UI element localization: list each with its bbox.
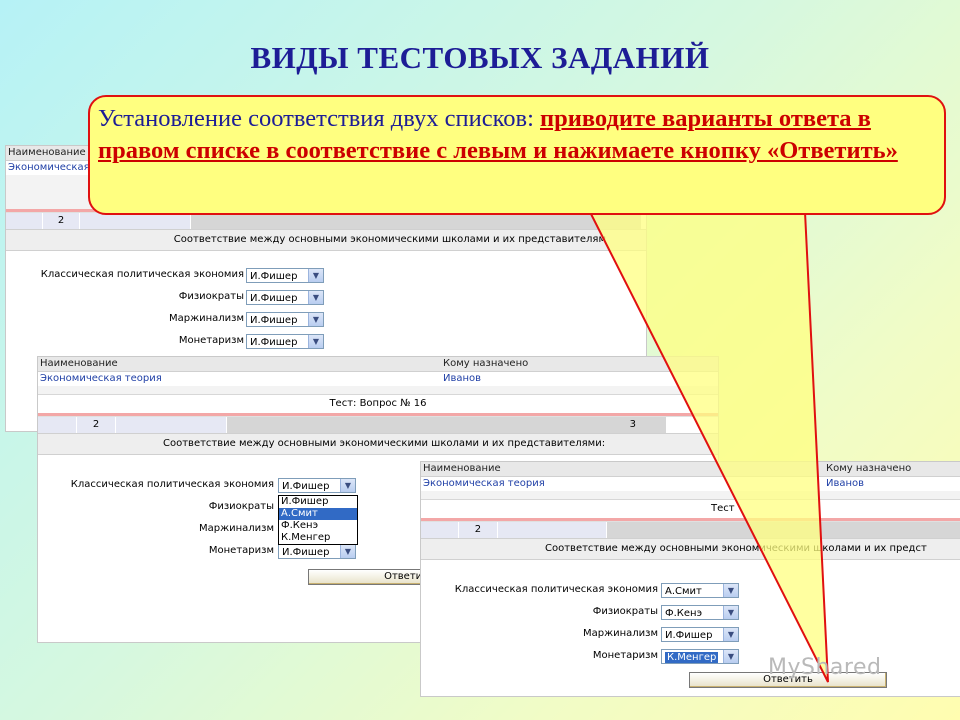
callout-emphasis: приводите варианты ответа в правом списк…: [98, 105, 898, 164]
col-name-header: Наименование: [40, 358, 118, 369]
answer-select[interactable]: И.Фишер▼: [661, 627, 739, 642]
panel-name-row: Экономическая: [6, 161, 646, 175]
left-item-label: Маржинализм: [168, 313, 244, 324]
question-number-row: 2 3: [38, 416, 718, 433]
answer-select[interactable]: А.Смит▼: [661, 583, 739, 598]
chevron-down-icon[interactable]: ▼: [308, 313, 323, 326]
col-assigned-header: Кому назначено: [826, 463, 912, 474]
answer-select[interactable]: И.Фишер▼: [278, 544, 356, 559]
assigned-link[interactable]: Иванов: [826, 478, 865, 489]
left-item-label: Классическая политическая экономия: [454, 584, 658, 595]
test-title: Тест: Вопрос № 16: [38, 394, 718, 413]
test-panel-3: Наименование Кому назначено Экономическа…: [420, 461, 960, 697]
left-item-label: Монетаризм: [208, 545, 274, 556]
chevron-down-icon[interactable]: ▼: [723, 650, 738, 663]
chevron-down-icon[interactable]: ▼: [340, 479, 355, 492]
left-item-label: Физиократы: [592, 606, 658, 617]
callout-box: [88, 95, 946, 215]
chevron-down-icon[interactable]: ▼: [308, 291, 323, 304]
answer-button[interactable]: Ответить: [689, 672, 887, 688]
dropdown-option[interactable]: К.Менгер: [281, 532, 331, 543]
left-item-label: Физиократы: [208, 501, 274, 512]
left-item-label: Маржинализм: [198, 523, 274, 534]
panel-name-row: Экономическая теория Иванов: [38, 372, 718, 386]
assigned-link[interactable]: Иванов: [443, 373, 482, 384]
question-number[interactable]: 2: [43, 213, 80, 229]
answer-select[interactable]: И.Фишер▼: [246, 268, 324, 283]
left-item-label: Классическая политическая экономия: [70, 479, 274, 490]
left-item-label: Монетаризм: [178, 335, 244, 346]
answer-select[interactable]: И.Фишер▼: [246, 312, 324, 327]
answer-select[interactable]: И.Фишер▼: [246, 334, 324, 349]
col-assigned-header: Кому назначено: [443, 358, 529, 369]
left-item-label: Классическая политическая экономия: [40, 269, 244, 280]
slide-title: ВИДЫ ТЕСТОВЫХ ЗАДАНИЙ: [250, 40, 710, 75]
dropdown-option[interactable]: А.Смит: [279, 508, 357, 520]
answer-select[interactable]: Ф.Кенэ▼: [661, 605, 739, 620]
question-text: Соответствие между основными экономическ…: [38, 433, 718, 455]
callout-intro: Установление соответствия двух списков:: [98, 105, 541, 132]
panel-header: Наименование Кому назначено: [421, 462, 960, 477]
left-item-label: Физиократы: [178, 291, 244, 302]
name-link[interactable]: Экономическая: [8, 162, 90, 173]
chevron-down-icon[interactable]: ▼: [340, 545, 355, 558]
col-name-header: Наименование: [423, 463, 501, 474]
chevron-down-icon[interactable]: ▼: [723, 628, 738, 641]
answer-select[interactable]: И.Фишер▼: [246, 290, 324, 305]
name-link[interactable]: Экономическая теория: [423, 478, 545, 489]
dropdown-option[interactable]: И.Фишер: [281, 496, 329, 507]
watermark-logo: MyShared: [768, 655, 882, 680]
chevron-down-icon[interactable]: ▼: [723, 584, 738, 597]
question-text: Соответствие между основными экономическ…: [421, 538, 960, 560]
dropdown-option[interactable]: Ф.Кенэ: [281, 520, 319, 531]
question-number[interactable]: 2: [77, 417, 116, 433]
answer-dropdown-list[interactable]: И.Фишер А.Смит Ф.Кенэ К.Менгер: [278, 495, 358, 545]
answer-select[interactable]: К.Менгер▼: [661, 649, 739, 664]
question-number[interactable]: 3: [227, 417, 667, 433]
question-text: Соответствие между основными экономическ…: [6, 229, 646, 251]
callout-text: Установление соответствия двух списков: …: [98, 103, 938, 167]
chevron-down-icon[interactable]: ▼: [308, 335, 323, 348]
panel-name-row: Экономическая теория Иванов: [421, 477, 960, 491]
panel-header: Наименование Кому назначено: [38, 357, 718, 372]
match-area: Классическая политическая экономия И.Фиш…: [6, 261, 646, 361]
test-title: Тест: [421, 499, 960, 518]
left-item-label: Монетаризм: [592, 650, 658, 661]
answer-select[interactable]: И.Фишер▼: [278, 478, 356, 493]
chevron-down-icon[interactable]: ▼: [723, 606, 738, 619]
match-area: Классическая политическая экономия А.Сми…: [421, 574, 960, 694]
chevron-down-icon[interactable]: ▼: [308, 269, 323, 282]
col-name-header: Наименование: [8, 147, 86, 158]
name-link[interactable]: Экономическая теория: [40, 373, 162, 384]
question-number[interactable]: 2: [459, 522, 498, 538]
left-item-label: Маржинализм: [582, 628, 658, 639]
